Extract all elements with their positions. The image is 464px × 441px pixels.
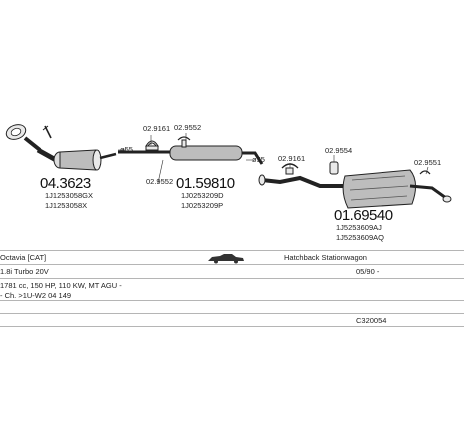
clamp-number: 02.9552 bbox=[146, 177, 173, 186]
clamp-icon bbox=[145, 140, 159, 151]
part-number: 01.59810 bbox=[176, 175, 235, 192]
hanger-icon bbox=[419, 170, 431, 175]
oem-number: 1J1253058X bbox=[45, 201, 87, 210]
table-divider bbox=[0, 313, 464, 314]
car-silhouette-logo-icon bbox=[206, 251, 246, 264]
part-number: 01.69540 bbox=[334, 207, 393, 224]
clamp-icon bbox=[329, 161, 339, 175]
clamp-number: 02.9161 bbox=[143, 124, 170, 133]
table-divider bbox=[0, 250, 464, 251]
table-divider bbox=[0, 326, 464, 327]
oem-number: 1J0253209P bbox=[181, 201, 223, 210]
clamp-number: 02.9552 bbox=[174, 123, 201, 132]
oem-number: 1J5253609AJ bbox=[336, 223, 382, 232]
pipe-diameter: ø55 bbox=[252, 155, 265, 164]
bolt-icon bbox=[42, 125, 52, 139]
vehicle-model: Octavia [CAT] bbox=[0, 253, 47, 262]
pipe-diameter: ø55 bbox=[120, 145, 133, 154]
vehicle-spec: 1781 cc, 150 HP, 110 KW, MT AGU - bbox=[0, 281, 122, 290]
vehicle-engine: 1.8i Turbo 20V bbox=[0, 267, 49, 276]
clamp-number: 02.9551 bbox=[414, 158, 441, 167]
vehicle-body: Hatchback Stationwagon bbox=[284, 253, 367, 262]
table-divider bbox=[0, 264, 464, 265]
table-divider bbox=[0, 300, 464, 301]
oem-number: 1J0253209D bbox=[181, 191, 224, 200]
rear-muffler-icon bbox=[342, 169, 452, 209]
catalytic-converter-icon bbox=[36, 147, 117, 171]
hanger-icon bbox=[177, 136, 191, 148]
catalogue-code: C320054 bbox=[356, 316, 387, 325]
vehicle-chassis: - Ch. >1U-W2 04 149 bbox=[0, 291, 72, 300]
center-muffler-icon bbox=[118, 145, 264, 165]
front-flange-icon bbox=[5, 124, 42, 152]
rear-pipe-icon bbox=[258, 174, 345, 188]
vehicle-date: 05/90 - bbox=[356, 267, 380, 276]
clamp-number: 02.9161 bbox=[278, 154, 305, 163]
oem-number: 1J1253058GX bbox=[45, 191, 93, 200]
table-divider bbox=[0, 278, 464, 279]
oem-number: 1J5253609AQ bbox=[336, 233, 384, 242]
part-number: 04.3623 bbox=[40, 175, 91, 192]
clamp-number: 02.9554 bbox=[325, 146, 352, 155]
